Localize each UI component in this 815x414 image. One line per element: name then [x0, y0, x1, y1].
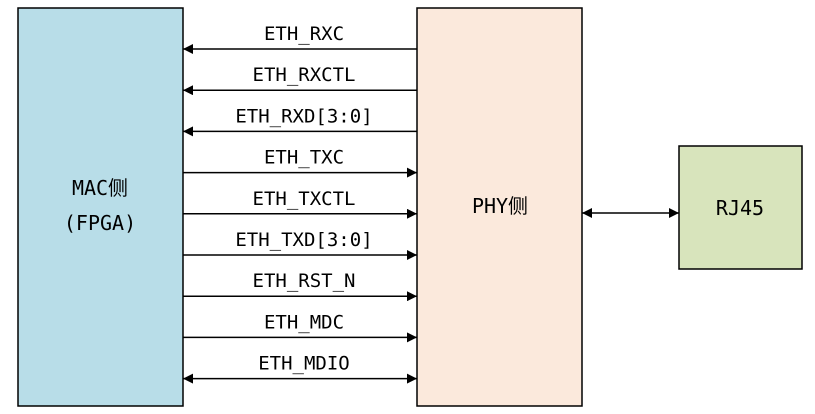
- rj45-block-rect: [678, 145, 803, 270]
- signal-label-eth-rxc: ETH_RXC: [264, 23, 344, 45]
- phy-block: PHY侧: [416, 7, 583, 407]
- rj45-block-label: RJ45: [716, 196, 764, 220]
- signal-label-eth-txctl: ETH_TXCTL: [253, 188, 356, 210]
- signal-label-eth-txc: ETH_TXC: [264, 147, 344, 169]
- signal-label-eth-mdc: ETH_MDC: [264, 311, 344, 333]
- signal-lines: ETH_RXC ETH_RXCTL ETH_RXD[3:0] ETH_TXC ETH_T…: [183, 23, 417, 384]
- rj45-block: RJ45: [678, 145, 803, 270]
- signal-label-eth-rst-n: ETH_RST_N: [253, 270, 356, 292]
- phy-block-label: PHY侧: [472, 194, 528, 218]
- mac-block-rect: [17, 7, 184, 407]
- signal-label-eth-rxd-3-0: ETH_RXD[3:0]: [235, 105, 372, 127]
- phy-block-rect: [416, 7, 583, 407]
- mac-block-sublabel: (FPGA): [64, 211, 136, 235]
- signal-label-eth-mdio: ETH_MDIO: [258, 353, 350, 375]
- signal-label-eth-txd-3-0: ETH_TXD[3:0]: [235, 229, 372, 251]
- signal-label-eth-rxctl: ETH_RXCTL: [253, 64, 356, 86]
- mac-block-label: MAC侧: [72, 176, 128, 200]
- mac-block: MAC侧 (FPGA): [17, 7, 184, 407]
